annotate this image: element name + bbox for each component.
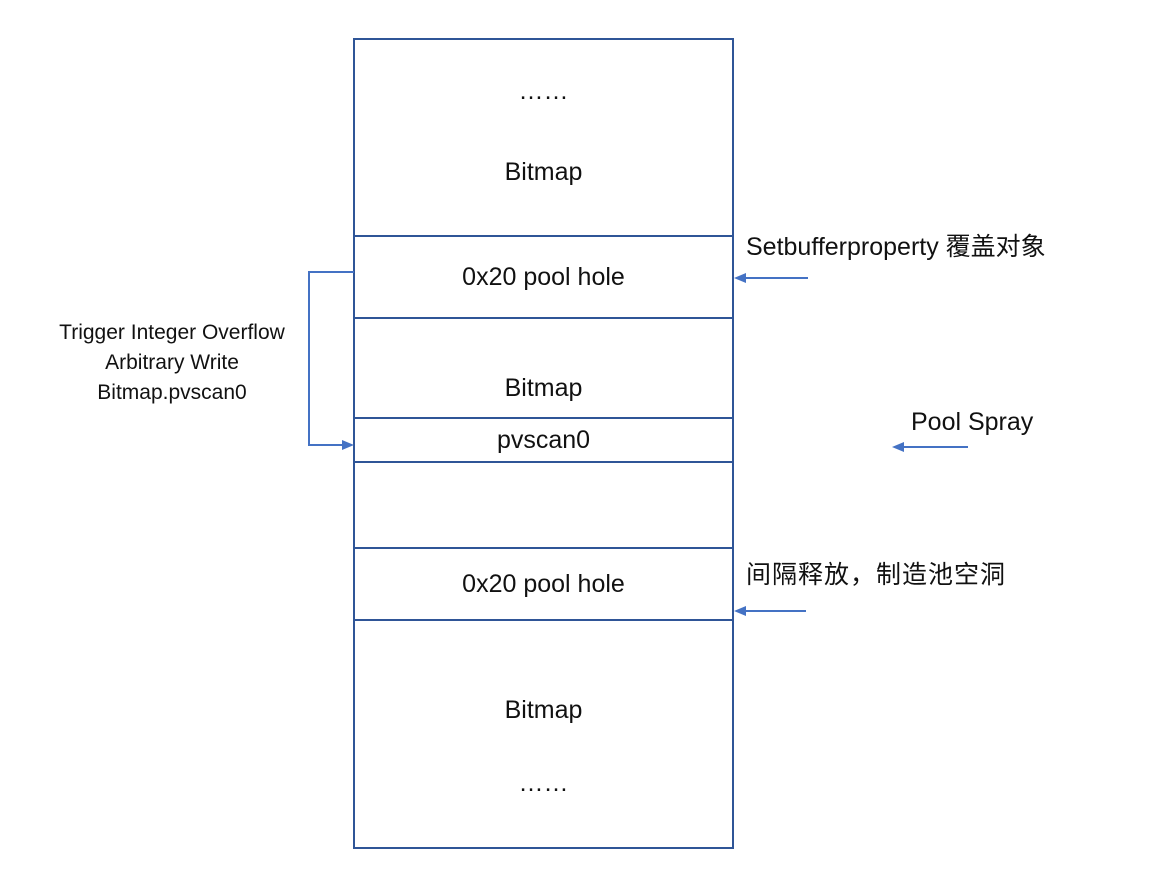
segment-bitmap-top: …… Bitmap (355, 40, 732, 237)
ellipsis-label: …… (518, 769, 569, 797)
pool-holes-annotation: 间隔释放，制造池空洞 (746, 561, 1007, 589)
arrow-right-icon (342, 440, 354, 450)
segment-pool-hole-2: 0x20 pool hole (355, 549, 732, 621)
pool-hole-label: 0x20 pool hole (462, 570, 625, 598)
pool-hole-label: 0x20 pool hole (462, 263, 625, 291)
pool-spray-annotation: Pool Spray (911, 408, 1034, 436)
bitmap-label: Bitmap (504, 158, 583, 186)
memory-column: …… Bitmap 0x20 pool hole Bitmap pvscan0 … (353, 38, 734, 849)
bracket-connector-bottom (308, 444, 344, 446)
segment-bitmap-mid: Bitmap (355, 319, 732, 419)
segment-empty (355, 463, 732, 549)
left-annotation-line-1: Trigger Integer Overflow (59, 321, 285, 344)
arrow-left-icon (734, 273, 746, 283)
overwrite-arrow-line (744, 277, 808, 279)
bracket-connector-vertical (308, 271, 310, 446)
segment-pvscan0: pvscan0 (355, 419, 732, 463)
bitmap-label: Bitmap (504, 374, 583, 402)
ellipsis-label: …… (518, 77, 569, 105)
bitmap-label: Bitmap (504, 696, 583, 724)
pool-holes-arrow-line (744, 610, 806, 612)
segment-pool-hole-1: 0x20 pool hole (355, 237, 732, 319)
segment-bitmap-bottom: Bitmap …… (355, 621, 732, 847)
pool-spray-arrow-line (902, 446, 968, 448)
bracket-connector-top (308, 271, 354, 273)
arrow-left-icon (892, 442, 904, 452)
left-annotation-line-2: Arbitrary Write (105, 351, 239, 374)
overwrite-annotation: Setbufferproperty 覆盖对象 (746, 233, 1046, 261)
arrow-left-icon (734, 606, 746, 616)
left-annotation: Trigger Integer Overflow Arbitrary Write… (30, 318, 314, 408)
pvscan0-label: pvscan0 (496, 426, 591, 454)
left-annotation-line-3: Bitmap.pvscan0 (97, 381, 247, 404)
